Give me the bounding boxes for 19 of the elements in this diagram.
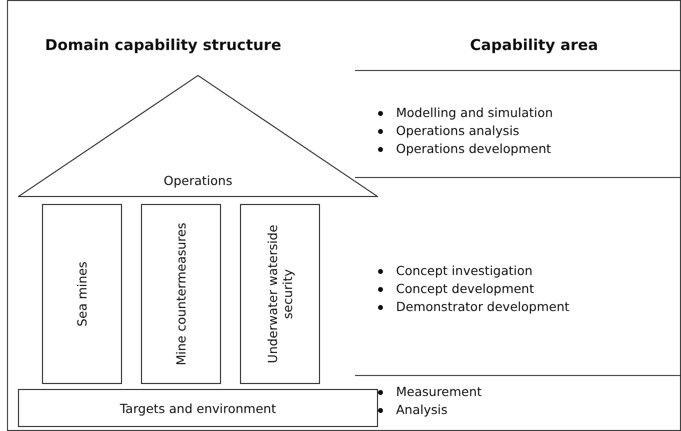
bullet-item: Demonstrator development <box>396 299 570 314</box>
bullet-item: Concept investigation <box>396 263 533 278</box>
pillar-label: Underwater waterside security <box>265 224 295 366</box>
foundation-label: Targets and environment <box>120 400 276 416</box>
column-heading: Capability area <box>470 36 598 54</box>
pillar-label: Sea mines <box>74 260 90 329</box>
pillar-box <box>42 204 122 384</box>
pillar-label: Mine countermeasures <box>174 222 188 368</box>
bullet-item: Operations analysis <box>396 123 520 138</box>
bullet-item: Analysis <box>396 402 448 417</box>
bullet-item: Operations development <box>396 141 552 156</box>
bullet-item: Concept development <box>396 281 534 296</box>
column-heading: Domain capability structure <box>45 36 282 54</box>
pillar-box <box>141 204 221 384</box>
roof-label: Operations <box>162 173 234 188</box>
bullet-item: Modelling and simulation <box>396 105 553 120</box>
bullet-item: Measurement <box>396 384 482 399</box>
pillar-box <box>240 204 320 384</box>
foundation-box <box>18 389 378 427</box>
